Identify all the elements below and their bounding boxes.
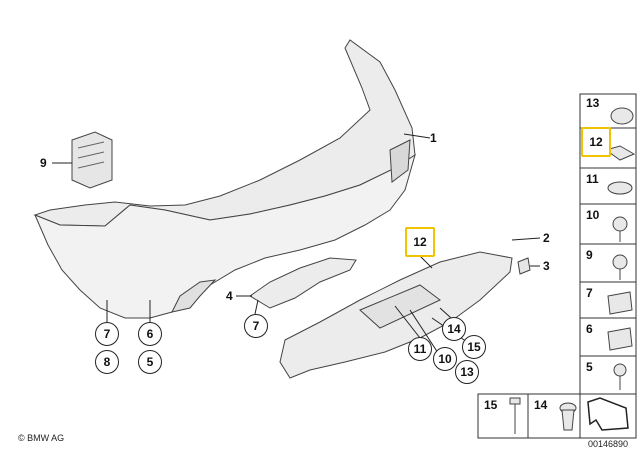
- side-panel-item-12-highlighted[interactable]: 12: [581, 127, 611, 157]
- callout-10[interactable]: 10: [433, 347, 457, 371]
- side-panel-item-5[interactable]: 5: [586, 360, 593, 374]
- side-panel-item-9[interactable]: 9: [586, 248, 593, 262]
- trim-strip-4-drawing: [249, 257, 357, 309]
- callout-2[interactable]: 2: [543, 231, 550, 245]
- callout-12-highlighted[interactable]: 12: [405, 227, 435, 257]
- side-panel-item-7[interactable]: 7: [586, 286, 593, 300]
- callout-1[interactable]: 1: [430, 131, 437, 145]
- side-panel-parts: [604, 107, 636, 390]
- bottom-panel-item-14[interactable]: 14: [534, 398, 548, 412]
- bottom-panel-frame: [477, 393, 637, 439]
- bottom-panel-parts: [509, 397, 577, 434]
- side-panel-item-6[interactable]: 6: [586, 322, 593, 336]
- callout-15[interactable]: 15: [462, 335, 486, 359]
- callout-9[interactable]: 9: [40, 156, 47, 170]
- side-panel-item-13[interactable]: 13: [586, 96, 600, 110]
- callout-14[interactable]: 14: [442, 317, 466, 341]
- callout-6[interactable]: 6: [138, 322, 162, 346]
- bumper-cover-drawing: [33, 39, 416, 319]
- bracket-9-drawing: [71, 131, 113, 189]
- callout-4[interactable]: 4: [226, 289, 233, 303]
- side-panel-item-11[interactable]: 11: [586, 172, 599, 186]
- callout-8[interactable]: 8: [95, 350, 119, 374]
- diagram-id: 00146890: [588, 439, 629, 449]
- side-panel-item-10[interactable]: 10: [586, 208, 600, 222]
- callout-3[interactable]: 3: [543, 259, 550, 273]
- callout-13[interactable]: 13: [455, 360, 479, 384]
- copyright-text: © BMW AG: [18, 433, 65, 443]
- callout-5[interactable]: 5: [138, 350, 162, 374]
- diffuser-2-drawing: [279, 251, 513, 379]
- callout-11[interactable]: 11: [408, 337, 432, 361]
- bottom-panel-item-15[interactable]: 15: [484, 398, 498, 412]
- callout-7-center[interactable]: 7: [244, 314, 268, 338]
- callout-7-left[interactable]: 7: [95, 322, 119, 346]
- part-3-drawing: [517, 257, 531, 275]
- arrow-icon: [587, 397, 629, 431]
